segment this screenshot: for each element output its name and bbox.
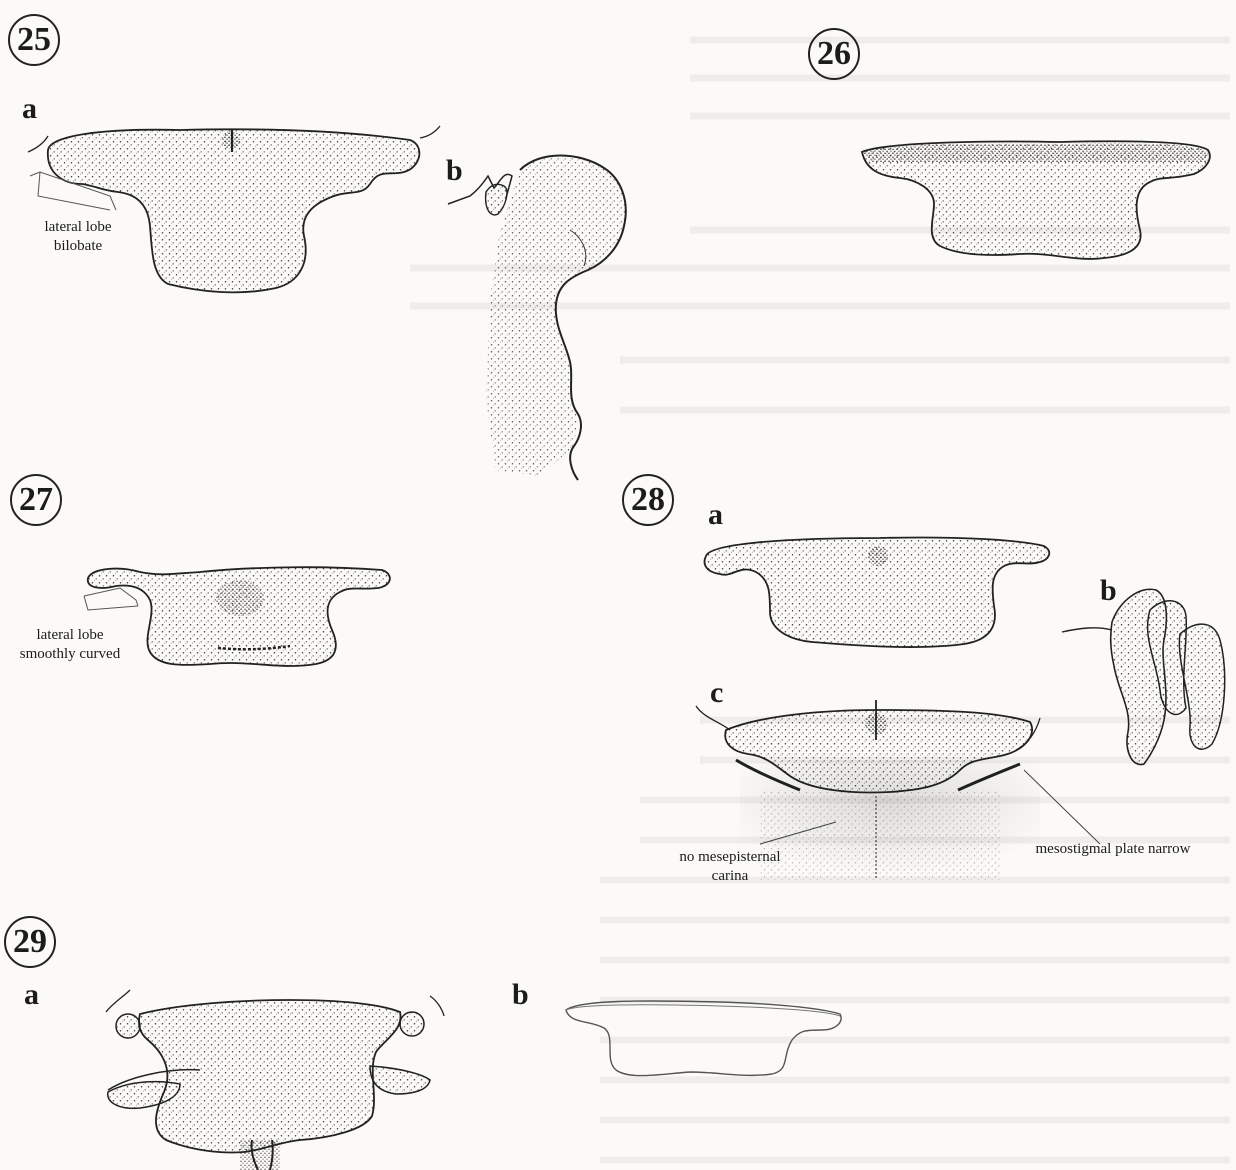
figure-25-panel-a-label: a xyxy=(22,94,37,124)
fig28b-lateral-view-drawing xyxy=(1062,589,1225,764)
figure-25-panel-b-label: b xyxy=(446,156,463,186)
figure-28-plate-annotation: mesostigmal plate narrow xyxy=(1000,840,1226,859)
fig28a-prothorax-drawing xyxy=(705,537,1050,647)
fig27-annotation-bracket xyxy=(84,588,138,610)
figure-28-panel-b-label: b xyxy=(1100,576,1117,606)
figure-26-number: 26 xyxy=(808,28,860,80)
figure-29-panel-b-label: b xyxy=(512,980,529,1010)
figure-29-number: 29 xyxy=(4,916,56,968)
figure-25-number: 25 xyxy=(8,14,60,66)
fig25b-lateral-view-drawing xyxy=(448,156,626,481)
fig29a-prothorax-drawing xyxy=(106,990,444,1170)
fig29b-outline-drawing xyxy=(566,1001,841,1076)
figure-28-panel-a-label: a xyxy=(708,500,723,530)
figure-28-number: 28 xyxy=(622,474,674,526)
fig25a-prothorax-drawing xyxy=(28,126,440,292)
figure-27-number: 27 xyxy=(10,474,62,526)
figure-28-panel-c-label: c xyxy=(710,678,723,708)
fig26-prothorax-drawing xyxy=(862,141,1210,259)
figure-29-panel-a-label: a xyxy=(24,980,39,1010)
